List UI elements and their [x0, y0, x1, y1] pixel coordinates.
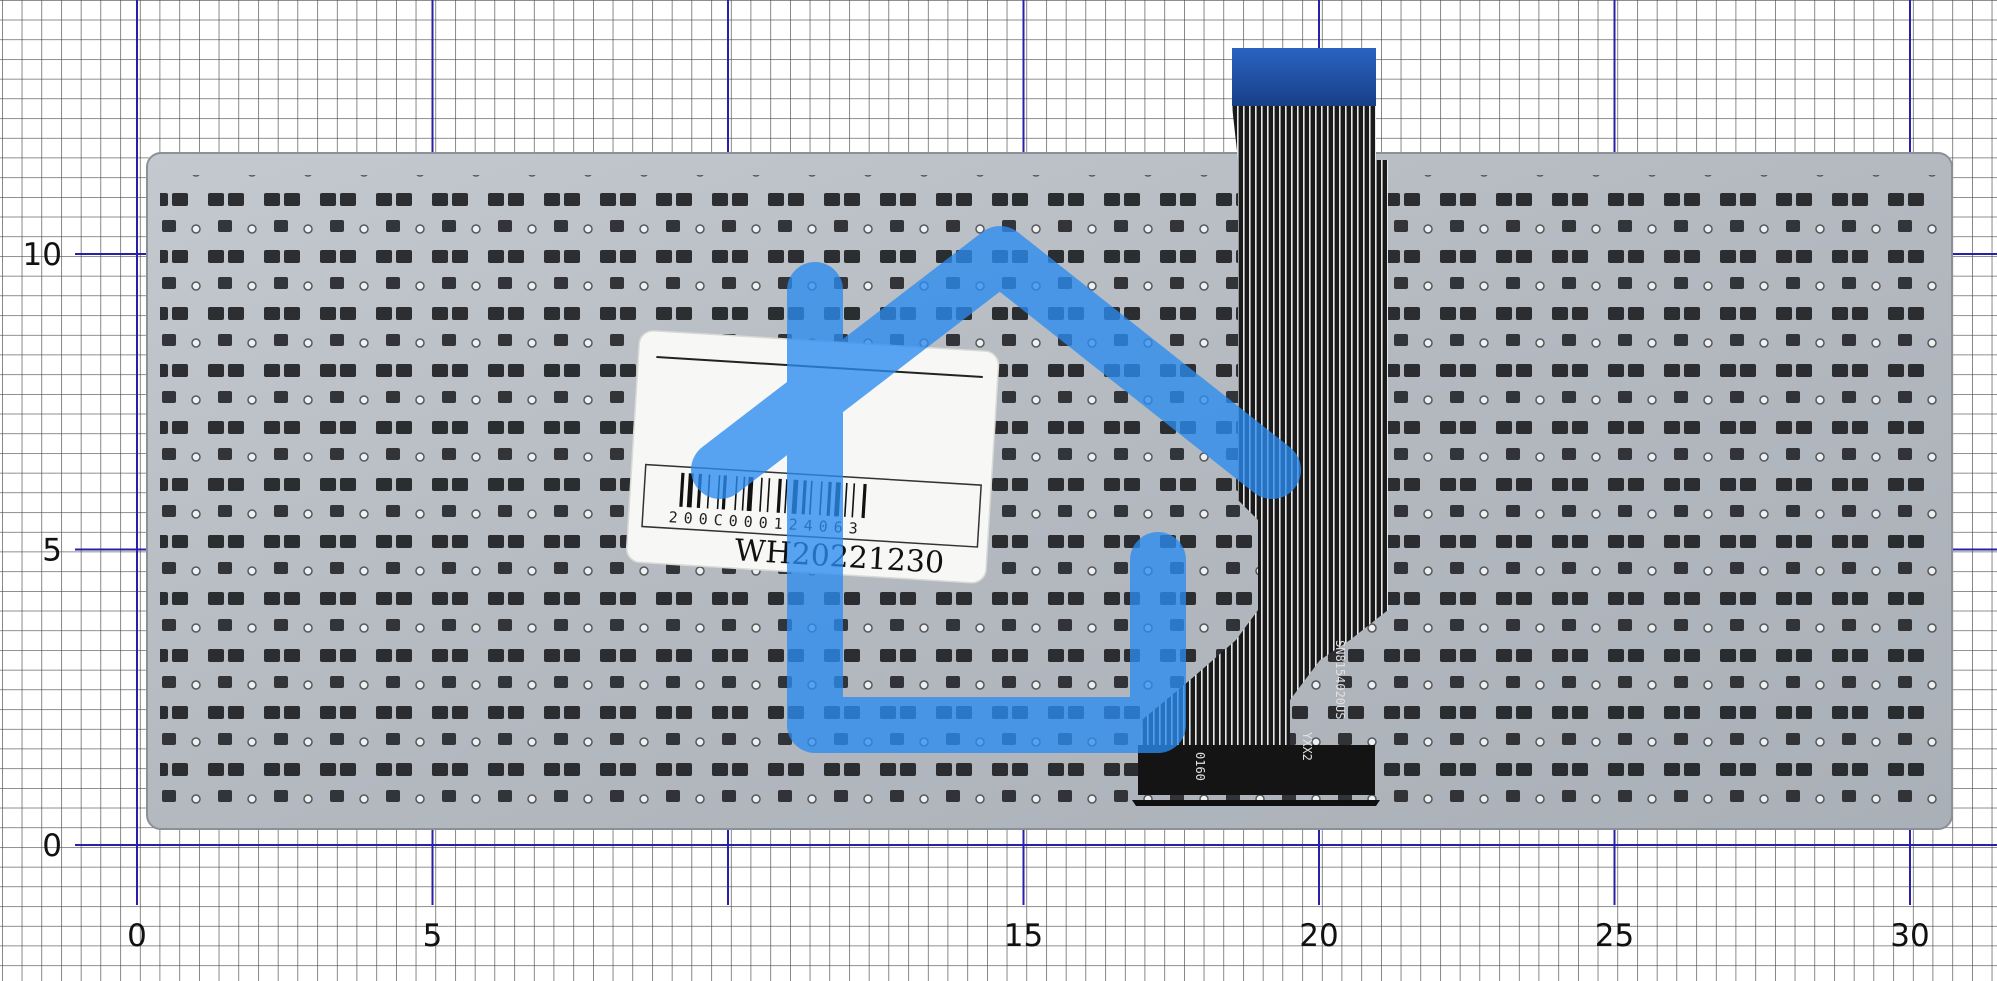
- y-axis-labels: 0 5 10: [23, 237, 62, 864]
- barcode-bar: [766, 478, 771, 513]
- cable-end-edge: [1132, 800, 1380, 806]
- x-axis-labels: 051520253035: [127, 918, 1930, 954]
- barcode-bar: [843, 482, 848, 517]
- barcode-bar: [851, 483, 856, 518]
- cable-marking-left: 0160: [1193, 752, 1207, 781]
- y-axis-tick-label: 5: [42, 533, 62, 569]
- y-axis-tick-label: 0: [42, 828, 62, 864]
- barcode-bar: [746, 476, 754, 512]
- x-axis-tick-label: 0: [127, 918, 147, 954]
- x-axis-tick-label: 20: [1299, 918, 1338, 954]
- x-axis-tick-label: 30: [1890, 918, 1929, 954]
- y-axis-tick-label: 10: [23, 237, 62, 273]
- x-axis-tick-label: 5: [423, 918, 443, 954]
- watermark-logo: [691, 226, 1301, 753]
- barcode-bar: [759, 477, 763, 512]
- cable-marking-mid: YXX2: [1300, 732, 1314, 761]
- barcode-bar: [784, 479, 788, 514]
- barcode-bar: [686, 473, 694, 508]
- x-axis-tick-label: 15: [1004, 918, 1043, 954]
- barcode-bar: [679, 472, 685, 507]
- barcode-bar: [861, 483, 867, 519]
- x-axis-tick-label: 25: [1595, 918, 1634, 954]
- cable-stiffener: [1138, 745, 1375, 795]
- cable-connector-tip: [1232, 48, 1376, 106]
- barcode-bar: [776, 478, 782, 513]
- house-wall-icon: [787, 262, 1186, 753]
- cable-marking-right: SN8154020US: [1333, 640, 1347, 719]
